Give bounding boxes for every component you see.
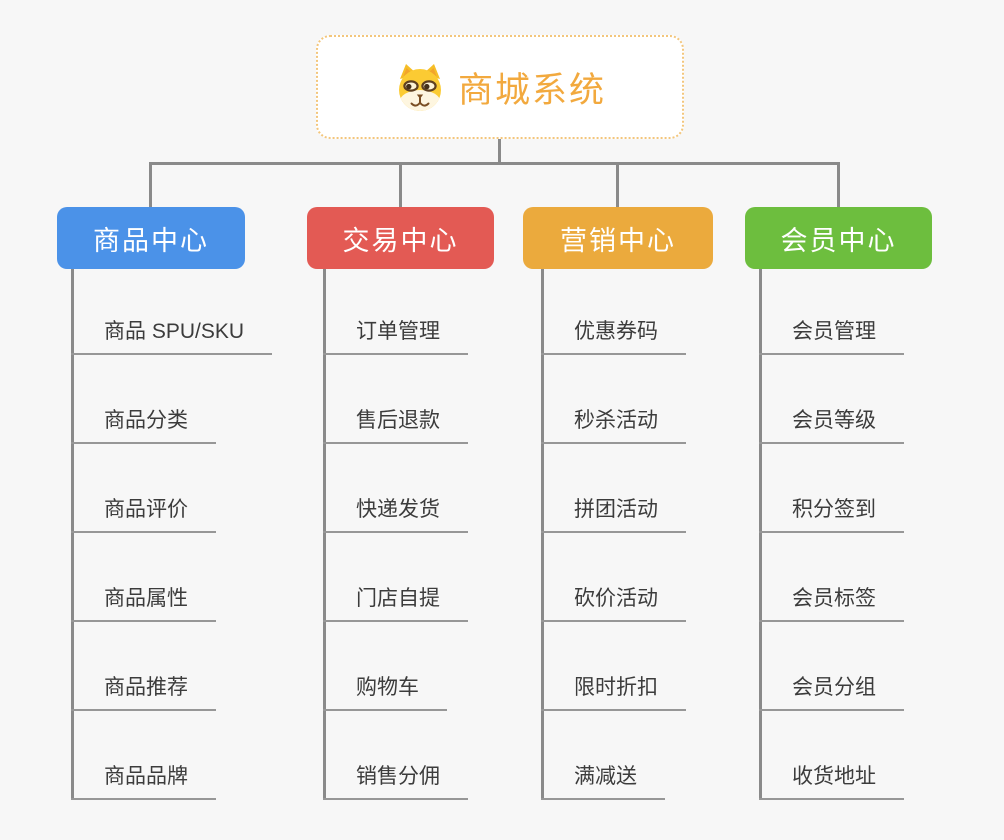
- branch-drop-line: [616, 164, 619, 207]
- branch-label: 交易中心: [342, 225, 459, 256]
- leaf-node[interactable]: 商品分类: [71, 407, 216, 444]
- leaf-node[interactable]: 商品品牌: [71, 763, 216, 800]
- leaf-node[interactable]: 会员分组: [759, 674, 904, 711]
- branch-node-trade[interactable]: 交易中心: [307, 207, 494, 269]
- branch-node-products[interactable]: 商品中心: [57, 207, 245, 269]
- leaf-node[interactable]: 积分签到: [759, 496, 904, 533]
- leaf-node[interactable]: 购物车: [323, 674, 447, 711]
- branch-drop-line: [399, 164, 402, 207]
- leaf-node[interactable]: 商品 SPU/SKU: [71, 318, 273, 355]
- column-spine-line: [759, 269, 762, 800]
- branch-bus-line: [149, 162, 840, 165]
- leaf-node[interactable]: 会员等级: [759, 407, 904, 444]
- branch-drop-line: [837, 164, 840, 207]
- column-spine-line: [71, 269, 74, 800]
- leaf-node[interactable]: 秒杀活动: [541, 407, 686, 444]
- branch-drop-line: [149, 164, 152, 207]
- column-spine-line: [541, 269, 544, 800]
- leaf-node[interactable]: 门店自提: [323, 585, 468, 622]
- leaf-node[interactable]: 砍价活动: [541, 585, 686, 622]
- leaf-node[interactable]: 商品评价: [71, 496, 216, 533]
- leaf-node[interactable]: 商品推荐: [71, 674, 216, 711]
- root-stem-line: [498, 139, 501, 163]
- root-node[interactable]: 商城系统: [316, 35, 684, 139]
- leaf-node[interactable]: 商品属性: [71, 585, 216, 622]
- leaf-node[interactable]: 会员标签: [759, 585, 904, 622]
- shiba-dog-icon: [394, 62, 446, 112]
- leaf-node[interactable]: 收货地址: [759, 763, 904, 800]
- leaf-node[interactable]: 快递发货: [323, 496, 468, 533]
- leaf-node[interactable]: 售后退款: [323, 407, 468, 444]
- branch-label: 会员中心: [780, 225, 897, 256]
- branch-node-marketing[interactable]: 营销中心: [523, 207, 713, 269]
- leaf-node[interactable]: 销售分佣: [323, 763, 468, 800]
- column-spine-line: [323, 269, 326, 800]
- leaf-node[interactable]: 会员管理: [759, 318, 904, 355]
- leaf-node[interactable]: 限时折扣: [541, 674, 686, 711]
- branch-node-members[interactable]: 会员中心: [745, 207, 932, 269]
- branch-label: 营销中心: [560, 225, 676, 256]
- leaf-node[interactable]: 拼团活动: [541, 496, 686, 533]
- leaf-node[interactable]: 订单管理: [323, 318, 468, 355]
- branch-label: 商品中心: [93, 225, 209, 256]
- leaf-node[interactable]: 满减送: [541, 763, 665, 800]
- root-title: 商城系统: [457, 70, 606, 110]
- leaf-node[interactable]: 优惠券码: [541, 318, 686, 355]
